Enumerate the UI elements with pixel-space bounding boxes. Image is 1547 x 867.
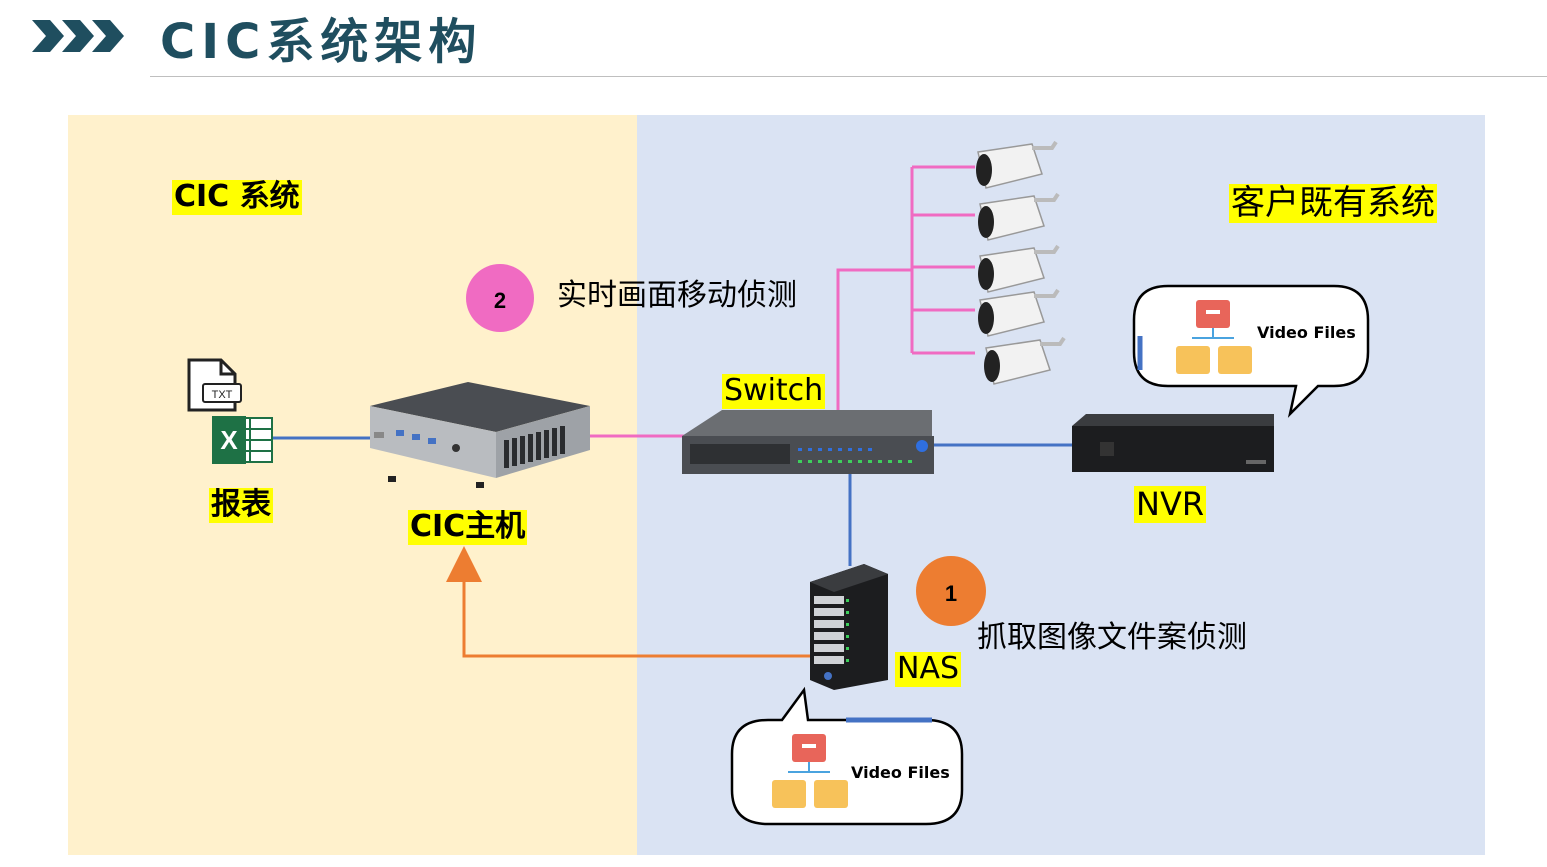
title-divider	[150, 76, 1547, 77]
step-2-badge: 2	[466, 264, 534, 332]
nvr-video-files-label: Video Files	[1257, 323, 1356, 342]
link-nas-host	[446, 546, 810, 658]
chevrons-icon	[32, 20, 124, 52]
nas-label: NAS	[895, 651, 962, 687]
nas-device	[810, 564, 888, 690]
nvr-device	[1072, 414, 1274, 472]
cic-host-label: CIC主机	[408, 509, 528, 545]
customer-system-label: 客户既有系统	[1229, 183, 1437, 224]
camera-icon	[978, 288, 1060, 337]
nas-files-callout	[730, 686, 964, 826]
switch-label: Switch	[722, 373, 826, 409]
excel-icon-letter: X	[220, 425, 238, 455]
txt-icon-label: TXT	[212, 389, 233, 401]
nvr-files-callout	[1132, 284, 1370, 418]
nas-video-files-label: Video Files	[851, 763, 950, 782]
cic-system-label: CIC 系统	[172, 179, 302, 215]
network-switch-device	[682, 410, 934, 474]
camera-icon	[984, 336, 1066, 385]
nvr-label: NVR	[1134, 485, 1207, 523]
step-1-badge: 1	[916, 556, 986, 626]
link-switch-cameras	[836, 268, 912, 410]
step-1-text: 抓取图像文件案侦测	[977, 620, 1247, 655]
cic-system-zone	[68, 115, 637, 855]
step-2-number: 2	[494, 288, 506, 313]
camera-icon	[976, 140, 1058, 189]
step-2-text: 实时画面移动侦测	[557, 278, 797, 313]
excel-icon: X	[212, 416, 273, 464]
camera-icon	[978, 192, 1060, 241]
step-1-number: 1	[945, 581, 957, 606]
slide-title: CIC系统架构	[160, 14, 483, 70]
txt-file-icon: TXT	[187, 358, 242, 412]
ip-cameras	[976, 140, 1066, 385]
cic-host-device	[370, 382, 590, 488]
report-label: 报表	[209, 487, 273, 523]
camera-icon	[978, 244, 1060, 293]
